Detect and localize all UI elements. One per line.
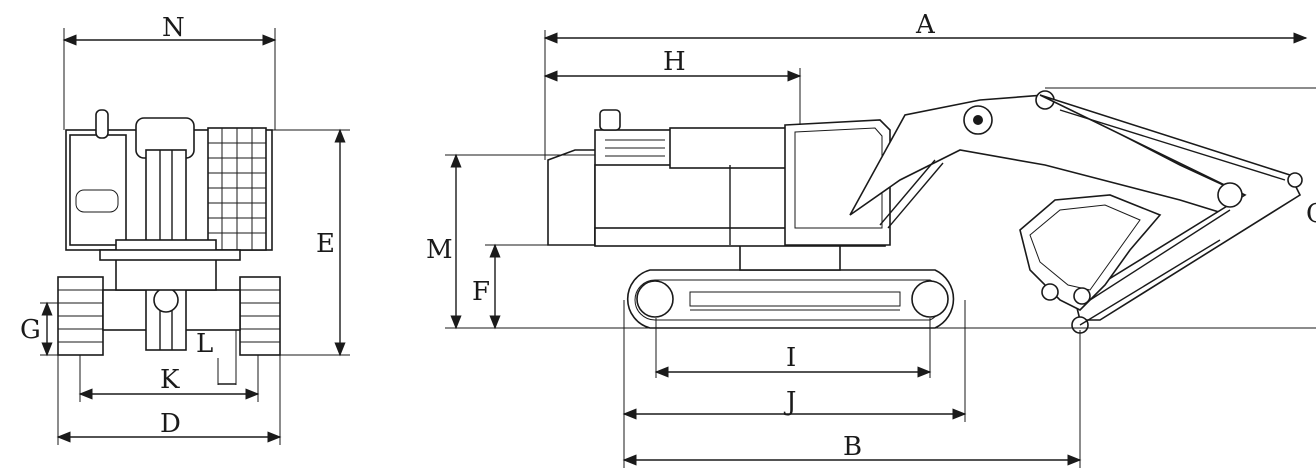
side-track <box>626 269 955 329</box>
dim-label-b: B <box>843 432 862 462</box>
dim-label-e: E <box>316 229 335 259</box>
dim-label-k: K <box>160 365 180 395</box>
dim-label-c: C <box>1306 199 1316 229</box>
side-view <box>547 90 1303 334</box>
front-view <box>57 109 281 356</box>
dim-label-n: N <box>162 13 185 43</box>
dim-label-l: L <box>196 329 213 359</box>
front-right-track <box>239 276 281 356</box>
dim-label-d: D <box>160 409 181 439</box>
dim-label-j: J <box>783 387 796 417</box>
front-dimensions: N E G L K D <box>20 13 350 445</box>
dim-label-m: M <box>426 235 453 265</box>
dim-label-a: A <box>915 10 936 40</box>
front-left-track <box>57 276 104 356</box>
dim-label-f: F <box>472 277 490 307</box>
side-engine-vents <box>605 139 665 157</box>
dim-label-h: H <box>663 47 686 77</box>
side-dimensions: A H C M F I J B <box>426 10 1316 468</box>
dim-label-g: G <box>20 315 41 345</box>
front-grille <box>208 128 266 250</box>
dim-label-i: I <box>786 343 796 373</box>
